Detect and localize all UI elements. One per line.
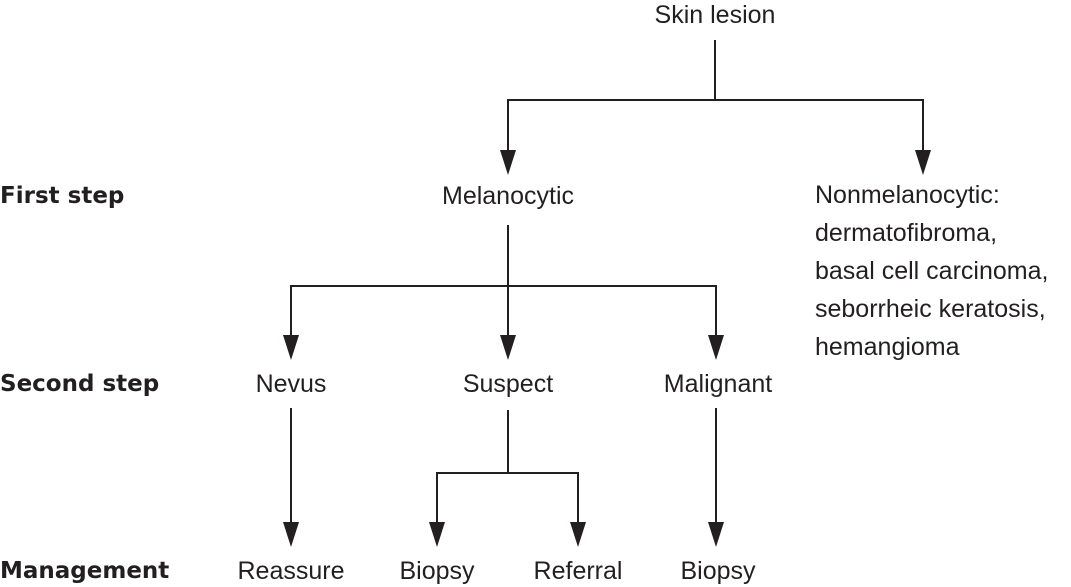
node-suspect: Suspect — [462, 370, 554, 398]
step-label-first: First step — [0, 183, 125, 209]
node-nonmelanocytic: Nonmelanocytic: dermatofibroma, basal ce… — [815, 176, 1048, 366]
nonmelanocytic-item: basal cell carcinoma, — [815, 257, 1049, 285]
nonmelanocytic-item: dermatofibroma, — [815, 219, 998, 247]
node-biopsy-malignant: Biopsy — [680, 557, 756, 585]
arrowhead-referral — [570, 522, 586, 547]
arrowhead-reassure — [283, 522, 299, 547]
step-label-second: Second step — [0, 371, 160, 397]
node-referral: Referral — [533, 557, 623, 585]
node-skin-lesion: Skin lesion — [654, 1, 776, 29]
arrowhead-nevus — [283, 335, 299, 360]
arrowhead-biopsy-suspect — [429, 522, 445, 547]
nonmelanocytic-item: seborrheic keratosis, — [815, 295, 1046, 323]
node-melanocytic: Melanocytic — [442, 182, 574, 210]
arrowhead-biopsy-malignant — [708, 522, 724, 547]
node-nevus: Nevus — [255, 370, 327, 398]
nonmelanocytic-item: hemangioma — [815, 333, 960, 361]
arrowhead-melanocytic — [500, 150, 516, 175]
nonmelanocytic-title: Nonmelanocytic: — [815, 181, 1000, 209]
arrowhead-nonmelanocytic — [915, 150, 931, 175]
node-malignant: Malignant — [663, 370, 773, 398]
arrowhead-malignant — [708, 335, 724, 360]
arrowhead-suspect — [500, 335, 516, 360]
node-reassure: Reassure — [237, 557, 345, 585]
node-biopsy-suspect: Biopsy — [399, 557, 475, 585]
step-label-management: Management — [0, 558, 170, 584]
